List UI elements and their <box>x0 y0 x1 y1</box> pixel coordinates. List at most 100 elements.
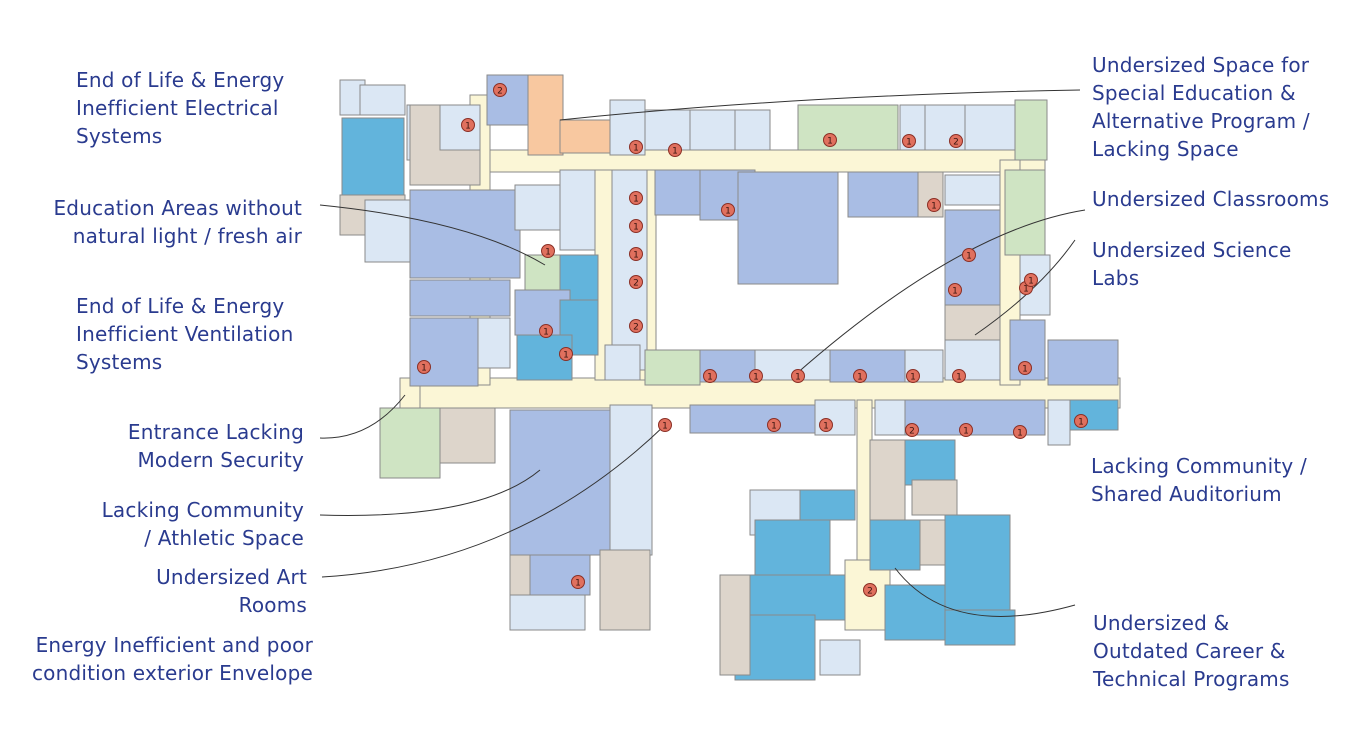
room <box>514 184 561 231</box>
issue-marker: 1 <box>668 143 682 157</box>
issue-marker: 1 <box>927 198 941 212</box>
leader-line <box>319 469 541 516</box>
svg-text:1: 1 <box>931 202 937 212</box>
svg-text:1: 1 <box>633 251 639 261</box>
svg-text:1: 1 <box>563 351 569 361</box>
issue-marker: 1 <box>853 369 867 383</box>
issue-marker: 1 <box>417 360 431 374</box>
issue-marker: 1 <box>559 347 573 361</box>
svg-text:1: 1 <box>465 122 471 132</box>
room <box>604 344 641 381</box>
room-electrical <box>341 117 405 201</box>
svg-text:1: 1 <box>707 373 713 383</box>
room <box>884 584 946 641</box>
svg-text:2: 2 <box>909 427 915 437</box>
room <box>734 109 771 151</box>
issue-marker: 1 <box>959 423 973 437</box>
room <box>644 109 691 151</box>
room <box>944 609 1016 646</box>
svg-text:1: 1 <box>672 147 678 157</box>
issue-marker: 1 <box>902 134 916 148</box>
leader-lines <box>319 89 1086 617</box>
issue-marker: 1 <box>703 369 717 383</box>
issue-marker: 1 <box>461 118 475 132</box>
svg-text:1: 1 <box>795 373 801 383</box>
room <box>409 317 479 387</box>
room <box>869 439 906 521</box>
svg-text:1: 1 <box>827 137 833 147</box>
svg-text:1: 1 <box>753 373 759 383</box>
issue-marker: 1 <box>823 133 837 147</box>
svg-text:1: 1 <box>545 248 551 258</box>
svg-text:1: 1 <box>725 207 731 217</box>
room-special-ed <box>559 119 611 154</box>
issue-marker: 1 <box>539 324 553 338</box>
leader-line <box>321 424 666 578</box>
issue-marker: 1 <box>658 418 672 432</box>
room <box>829 349 906 383</box>
svg-text:1: 1 <box>575 579 581 589</box>
callout-career: Undersized &Outdated Career &Technical P… <box>1093 611 1290 691</box>
svg-text:1: 1 <box>952 287 958 297</box>
svg-text:1: 1 <box>1017 429 1023 439</box>
callout-classrooms: Undersized Classrooms <box>1092 187 1330 211</box>
issue-marker: 1 <box>767 418 781 432</box>
svg-text:1: 1 <box>857 373 863 383</box>
svg-text:1: 1 <box>966 252 972 262</box>
callout-athletic: Lacking Community/ Athletic Space <box>101 498 304 550</box>
room <box>944 514 1011 616</box>
issue-marker: 1 <box>1018 361 1032 375</box>
room-green <box>797 104 899 151</box>
svg-text:2: 2 <box>497 87 503 97</box>
leader-line <box>559 89 1081 121</box>
svg-text:1: 1 <box>1078 418 1084 428</box>
room <box>599 549 651 631</box>
issue-marker: 1 <box>749 369 763 383</box>
svg-text:1: 1 <box>633 195 639 205</box>
svg-text:1: 1 <box>963 427 969 437</box>
room-gym <box>509 409 611 556</box>
room <box>869 519 921 571</box>
room-green <box>644 349 701 386</box>
room <box>911 479 958 516</box>
room <box>904 439 956 486</box>
room <box>364 199 411 263</box>
svg-text:1: 1 <box>421 364 427 374</box>
room <box>409 279 511 317</box>
issue-marker: 1 <box>791 369 805 383</box>
issue-marker: 2 <box>629 275 643 289</box>
room <box>719 574 751 676</box>
room-column <box>611 169 648 371</box>
leader-line <box>794 209 1086 376</box>
issue-marker: 1 <box>952 369 966 383</box>
room <box>819 639 861 676</box>
issue-marker: 2 <box>493 83 507 97</box>
room <box>734 574 846 621</box>
issue-marker: 1 <box>721 203 735 217</box>
svg-text:1: 1 <box>543 328 549 338</box>
svg-text:1: 1 <box>662 422 668 432</box>
issue-marker: 1 <box>629 140 643 154</box>
room <box>529 554 591 596</box>
room <box>359 84 406 116</box>
issue-marker: 2 <box>949 134 963 148</box>
room <box>1047 339 1119 386</box>
svg-text:1: 1 <box>956 373 962 383</box>
issue-marker: 2 <box>863 583 877 597</box>
room-layer <box>339 74 1121 681</box>
issue-marker: 1 <box>1013 425 1027 439</box>
issue-marker: 1 <box>629 219 643 233</box>
room <box>559 169 596 251</box>
room-large <box>409 189 521 279</box>
room <box>509 594 586 631</box>
svg-text:1: 1 <box>906 138 912 148</box>
issue-marker: 1 <box>1074 414 1088 428</box>
